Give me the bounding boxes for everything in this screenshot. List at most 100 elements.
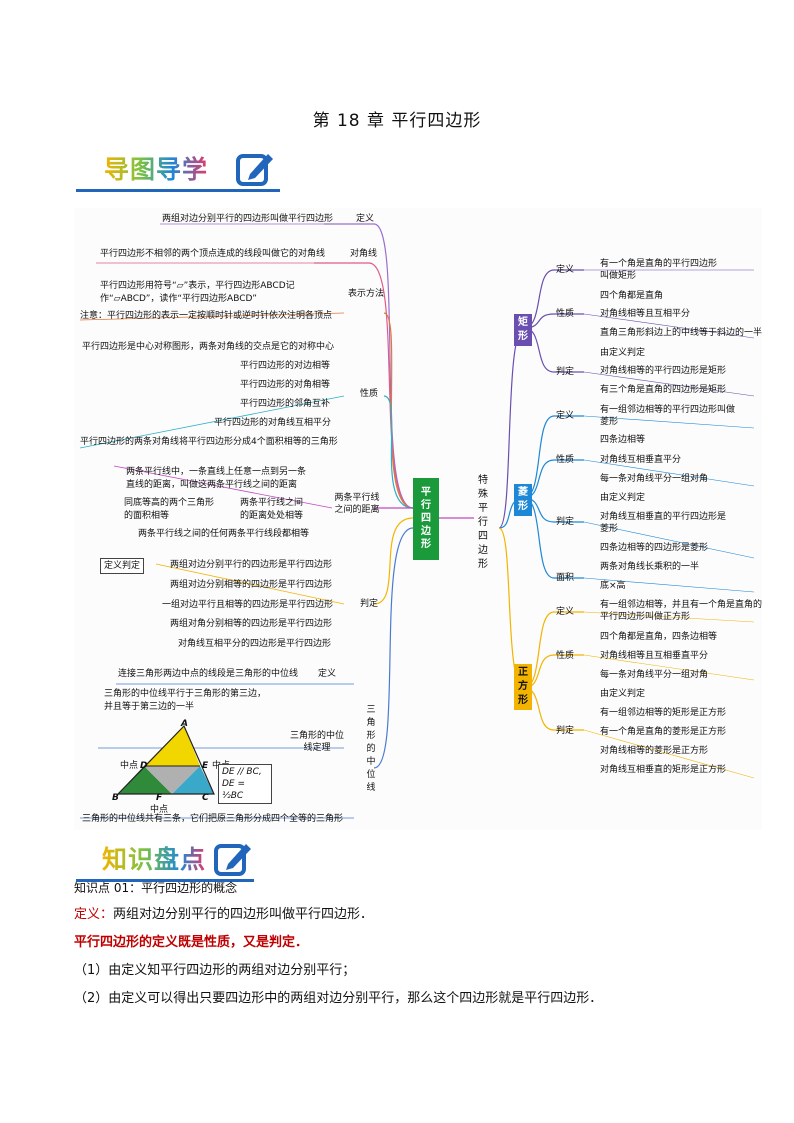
rhombus-judge: 由定义判定	[600, 493, 646, 503]
mind-map: 两组对边分别平行的四边形叫做平行四边形 定义 平行四边形不相邻的两个顶点连成的线…	[74, 208, 762, 830]
dist-line1: 两条平行线中，一条直线上任意一点到另一条	[126, 467, 307, 477]
prop-item: 平行四边形的对角线互相平分	[214, 418, 332, 428]
midline-formula: DE // BC, DE = ½BC	[218, 764, 272, 804]
edit-icon	[214, 844, 251, 876]
knowledge-note: 平行四边形的定义既是性质，又是判定．	[74, 935, 309, 950]
notation-label: 表示方法	[347, 289, 384, 299]
rect-judge: 由定义判定	[600, 348, 646, 358]
dist-line3: 两条平行线之间的任何两条平行线段都相等	[138, 529, 310, 539]
dist-b2: 的距离处处相等	[240, 511, 304, 521]
rhombus-def2: 菱形	[600, 417, 619, 427]
rect-prop-label: 性质	[556, 309, 575, 319]
square-judge: 对角线互相垂直的矩形是正方形	[600, 765, 727, 775]
center-node: 平行四边形	[413, 478, 439, 560]
formula-line2: DE = ½BC	[222, 779, 246, 801]
rect-judge: 有三个角是直角的四边形是矩形	[600, 385, 727, 395]
midline-thm1: 三角形的中位线平行于三角形的第三边，	[104, 689, 267, 699]
judge-tag: 定义判定	[100, 558, 145, 574]
midline-triangle-figure	[116, 724, 215, 795]
midline-label: 三角形的中位线	[366, 705, 376, 793]
center-node-label: 平行四边形	[421, 487, 431, 550]
rhombus-judge-label: 判定	[556, 517, 575, 527]
square-judge: 对角线相等的菱形是正方形	[600, 746, 709, 756]
diag-label: 对角线	[350, 249, 378, 259]
rhombus-area: 底×高	[600, 581, 626, 591]
knowledge-banner: 知识盘点	[76, 836, 254, 882]
rect-node: 矩形	[514, 314, 532, 346]
square-prop: 对角线相等且互相垂直平分	[600, 651, 709, 661]
definition-prefix: 定义：	[74, 907, 114, 922]
rhombus-node: 菱形	[514, 484, 532, 516]
rect-prop: 四个角都是直角	[600, 291, 664, 301]
square-judge: 由定义判定	[600, 689, 646, 699]
midpoint-label-d: 中点	[120, 761, 139, 771]
rect-prop: 对角线相等且互相平分	[600, 309, 691, 319]
midline-last: 三角形的中位线共有三条，它们把原三角形分成四个全等的三角形	[82, 814, 344, 824]
point-b: B	[112, 793, 119, 803]
rhombus-def-label: 定义	[556, 411, 575, 421]
prop-item: 平行四边形的邻角互补	[240, 399, 331, 409]
point-a: A	[181, 719, 188, 729]
midline-def: 连接三角形两边中点的线段是三角形的中位线	[118, 669, 299, 679]
rect-prop: 直角三角形斜边上的中线等于斜边的一半	[600, 328, 763, 338]
rhombus-area-label: 面积	[556, 573, 575, 583]
prop-item: 平行四边形的两条对角线将平行四边形分成4个面积相等的三角形	[80, 437, 338, 447]
def-label: 定义	[356, 214, 375, 224]
prop-item: 平行四边形的对角相等	[240, 380, 331, 390]
rhombus-area: 两条对角线长乘积的一半	[600, 562, 700, 572]
midline-thm2: 并且等于第三边的一半	[104, 702, 195, 712]
point-f: F	[156, 793, 163, 803]
knowledge-definition: 定义：两组对边分别平行的四边形叫做平行四边形．	[74, 904, 373, 926]
square-def2: 平行四边形叫做正方形	[600, 612, 691, 622]
notation-line2: 作“▱ABCD”，读作“平行四边形ABCD”	[100, 294, 257, 304]
banner-underline	[76, 189, 280, 192]
square-judge: 有一组邻边相等的矩形是正方形	[600, 708, 727, 718]
dist-b1: 两条平行线之间	[240, 498, 304, 508]
rect-judge-label: 判定	[556, 367, 575, 377]
judge-item: 两组对边分别相等的四边形是平行四边形	[170, 580, 333, 590]
rhombus-prop: 每一条对角线平分一组对角	[600, 474, 709, 484]
dist-label: 两条平行线之间的距离	[334, 493, 380, 515]
prop-item: 平行四边形是中心对称图形，两条对角线的交点是它的对称中心	[82, 342, 335, 352]
knowledge-item-2: （2）由定义可以得出只要四边形中的两组对边分别平行，那么这个四边形就是平行四边形…	[74, 991, 603, 1006]
mindmap-banner: 导图导学	[76, 146, 280, 192]
dist-a2: 的面积相等	[124, 511, 170, 521]
dist-a1: 同底等高的两个三角形	[124, 498, 215, 508]
midline-thm-label: 三角形的中位线定理	[289, 731, 344, 753]
rhombus-prop: 对角线互相垂直平分	[600, 455, 682, 465]
dist-line2: 直线的距离，叫做这两条平行线之间的距离	[126, 480, 298, 490]
diag-text: 平行四边形不相邻的两个顶点连成的线段叫做它的对角线	[100, 249, 326, 259]
notation-line1: 平行四边形用符号“▱”表示，平行四边形ABCD记	[100, 281, 295, 291]
judge-item: 两组对边分别平行的四边形是平行四边形	[170, 560, 333, 570]
props-label: 性质	[360, 389, 379, 399]
rect-def-label: 定义	[556, 265, 575, 275]
square-def1: 有一组邻边相等，并且有一个角是直角的	[600, 600, 763, 610]
midline-def-label: 定义	[318, 669, 337, 679]
rhombus-judge: 四条边相等的四边形是菱形	[600, 543, 709, 553]
rhombus-prop-label: 性质	[556, 455, 575, 465]
mindmap-banner-title: 导图导学	[104, 150, 208, 186]
knowledge-heading: 知识点 01：平行四边形的概念	[74, 881, 238, 895]
point-d: D	[140, 761, 148, 771]
formula-line1: DE // BC,	[222, 767, 262, 777]
rhombus-judge: 对角线互相垂直的平行四边形是	[600, 512, 727, 522]
square-def-label: 定义	[556, 607, 575, 617]
rhombus-def1: 有一组邻边相等的平行四边形叫做	[600, 405, 736, 415]
square-judge-label: 判定	[556, 726, 575, 736]
rect-def1: 有一个角是直角的平行四边形	[600, 259, 718, 269]
prop-item: 平行四边形的对边相等	[240, 361, 331, 371]
midpoint-label-f: 中点	[150, 805, 169, 815]
square-prop: 四个角都是直角，四条边相等	[600, 632, 718, 642]
square-judge: 有一个角是直角的菱形是正方形	[600, 727, 727, 737]
square-prop: 每一条对角线平分一组对角	[600, 670, 709, 680]
square-node: 正方形	[514, 664, 532, 710]
point-e: E	[202, 761, 209, 771]
rhombus-judge-cont: 菱形	[600, 524, 619, 534]
banner-underline	[76, 879, 254, 882]
point-c: C	[202, 793, 209, 803]
def-text: 两组对边分别平行的四边形叫做平行四边形	[162, 214, 334, 224]
definition-text: 两组对边分别平行的四边形叫做平行四边形．	[113, 907, 374, 922]
knowledge-banner-title: 知识盘点	[102, 840, 206, 876]
edit-icon	[236, 154, 273, 186]
square-prop-label: 性质	[556, 651, 575, 661]
